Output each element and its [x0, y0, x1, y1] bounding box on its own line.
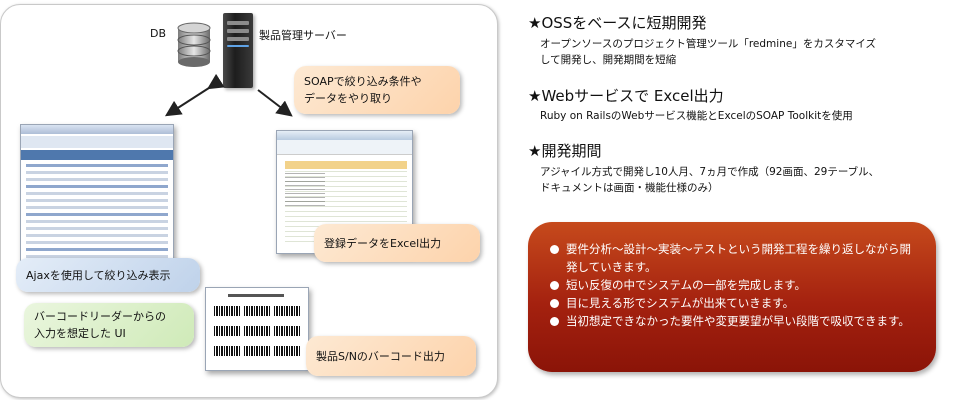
callout-barcode-output: 製品S/Nのバーコード出力 — [306, 336, 476, 376]
server-icon — [223, 13, 253, 88]
database-icon — [177, 22, 211, 67]
body-webservice-line1: Ruby on RailsのWebサービス機能とExcelのSOAP Toolk… — [540, 110, 853, 122]
summary-item: 要件分析〜設計〜実装〜テストという開発工程を繰り返しながら開発していきます。 — [550, 240, 922, 276]
body-oss-line1: オープンソースのプロジェクト管理ツール「redmine」をカスタマイズ — [540, 38, 877, 50]
heading-period: ★開発期間 — [528, 142, 602, 160]
callout-excel: 登録データをExcel出力 — [314, 224, 480, 262]
barcode-screenshot — [205, 287, 309, 371]
body-oss: オープンソースのプロジェクト管理ツール「redmine」をカスタマイズ して開発… — [540, 36, 876, 68]
heading-oss: ★OSSをベースに短期開発 — [528, 14, 707, 32]
summary-item: 短い反復の中でシステムの一部を完成します。 — [550, 276, 922, 294]
db-label: DB — [150, 27, 167, 40]
callout-ajax: Ajaxを使用して絞り込み表示 — [16, 258, 200, 292]
server-label: 製品管理サーバー — [259, 29, 347, 42]
summary-item: 当初想定できなかった要件や変更要望が早い段階で吸収できます。 — [550, 312, 922, 330]
callout-barcode-ui: バーコードリーダーからの 入力を想定した UI — [24, 303, 194, 347]
summary-box: 要件分析〜設計〜実装〜テストという開発工程を繰り返しながら開発していきます。 短… — [528, 222, 936, 372]
callout-ajax-text: Ajaxを使用して絞り込み表示 — [26, 268, 171, 282]
body-oss-line2: して開発し、開発期間を短縮 — [540, 54, 677, 66]
summary-list: 要件分析〜設計〜実装〜テストという開発工程を繰り返しながら開発していきます。 短… — [528, 222, 936, 330]
body-webservice: Ruby on RailsのWebサービス機能とExcelのSOAP Toolk… — [540, 108, 853, 124]
callout-soap: SOAPで絞り込み条件や データをやり取り — [294, 66, 460, 114]
callout-barcode-ui-line2: 入力を想定した UI — [34, 327, 126, 340]
body-period: アジャイル方式で開発し10人月、7ヵ月で作成（92画面、29テーブル、 ドキュメ… — [540, 164, 879, 196]
body-period-line2: ドキュメントは画面・機能仕様のみ） — [540, 182, 719, 194]
callout-barcode-output-text: 製品S/Nのバーコード出力 — [316, 349, 445, 363]
server-to-excel-arrow — [257, 89, 293, 117]
callout-excel-text: 登録データをExcel出力 — [324, 236, 442, 250]
callout-soap-line2: データをやり取り — [304, 92, 392, 105]
callout-soap-line1: SOAPで絞り込み条件や — [304, 75, 422, 88]
web-app-screenshot — [20, 124, 174, 266]
summary-item: 目に見える形でシステムが出来ていきます。 — [550, 294, 922, 312]
connection-arrows — [164, 73, 293, 117]
body-period-line1: アジャイル方式で開発し10人月、7ヵ月で作成（92画面、29テーブル、 — [540, 166, 880, 178]
heading-webservice: ★Webサービスで Excel出力 — [528, 87, 724, 105]
callout-barcode-ui-line1: バーコードリーダーからの — [34, 310, 166, 323]
db-to-web-arrow — [164, 73, 225, 117]
